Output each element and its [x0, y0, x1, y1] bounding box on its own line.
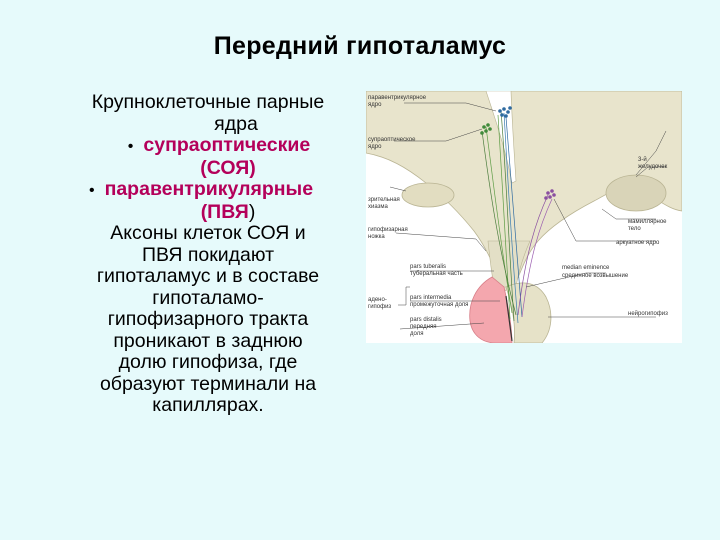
label-mamillary-2: тело: [628, 226, 641, 232]
bullet-text-son: супраоптические: [143, 134, 311, 156]
slide-body: Крупноклеточные парные ядра • супраоптиче…: [48, 91, 368, 417]
bullet-abbr-pvn-main: (ПВЯ: [200, 200, 249, 223]
intro-line-2: ядра: [214, 112, 258, 135]
hypothalamo-hypophyseal-tract: [481, 110, 553, 324]
bullet-text-pvn: паравентрикулярные: [104, 178, 314, 200]
label-tuberalis-2: туберальная часть: [410, 271, 463, 277]
intermediate-lobe: [505, 295, 513, 342]
para-line: гипофизарного тракта: [107, 308, 309, 330]
label-intermedia-2: промежуточная доля: [410, 302, 468, 308]
label-pvn-1: паравентрикулярное: [368, 95, 427, 101]
label-adeno-1: адено-: [368, 297, 387, 303]
posterior-pituitary: [505, 282, 552, 343]
para-line: проникают в заднюю: [113, 329, 303, 352]
para-line: капиллярах.: [152, 394, 264, 416]
supraoptic-nucleus: [480, 123, 492, 135]
para-line: образуют терминали на: [99, 372, 317, 395]
label-distalis-3: доля: [410, 331, 423, 337]
anatomy-diagram: паравентрикулярное ядро супраоптическое …: [366, 91, 682, 343]
bullet-marker: •: [127, 138, 134, 155]
mamillary-body: [605, 174, 667, 212]
label-intermedia-1: pars intermedia: [410, 295, 452, 301]
label-ventricle-2: желудочек: [638, 164, 668, 170]
bullet-abbr-son: (СОЯ): [200, 156, 256, 179]
label-ventricle-1: 3-й: [638, 156, 647, 163]
label-chiasm-1: зрительная: [368, 197, 400, 203]
bullet-abbr-pvn: (ПВЯ): [48, 200, 368, 224]
paraventricular-nucleus: [498, 106, 512, 118]
label-son-1: супраоптическое: [368, 137, 416, 143]
bullet-item-son: • супраоптические: [48, 134, 368, 158]
label-neuro: нейрогипофиз: [628, 310, 668, 317]
label-eminence-2: срединное возвышение: [562, 273, 629, 279]
bullet-abbr-pvn-close: ): [248, 200, 256, 223]
label-mamillary-1: мамиллярное: [628, 219, 667, 225]
optic-chiasm: [401, 182, 455, 208]
hypothalamus-pituitary-figure: паравентрикулярное ядро супраоптическое …: [366, 91, 682, 343]
intro-line-1: Крупноклеточные парные: [91, 91, 325, 113]
label-stalk-2: ножка: [368, 234, 385, 240]
anterior-pituitary: [469, 276, 513, 343]
label-distalis-2: передняя: [410, 324, 436, 330]
arcuate-nucleus: [544, 189, 556, 200]
leader-lines: [389, 102, 667, 330]
label-pvn-2: ядро: [368, 102, 382, 108]
label-stalk-1: гипофизарная: [368, 227, 408, 233]
para-line: Аксоны клеток СОЯ и: [110, 222, 306, 244]
slide-title: Передний гипоталамус: [213, 32, 507, 60]
bullet-item-pvn: • паравентрикулярные: [28, 178, 368, 202]
third-ventricle: [485, 91, 517, 184]
label-adeno-2: гипофиз: [368, 304, 391, 310]
label-son-2: ядро: [368, 144, 382, 150]
para-line: ПВЯ покидают: [141, 243, 275, 266]
label-chiasm-2: хиазма: [368, 204, 388, 210]
bullet-marker: •: [88, 182, 95, 199]
para-line: долю гипофиза, где: [118, 351, 298, 373]
label-tuberalis-1: pars tuberalis: [410, 264, 446, 270]
para-line: гипоталамус и в составе: [96, 265, 320, 287]
label-arcuate: аркуатное ядро: [616, 240, 660, 246]
para-line: гипоталамо-: [152, 286, 264, 309]
label-eminence-1: median eminence: [562, 265, 610, 271]
label-distalis-1: pars distalis: [410, 317, 442, 323]
